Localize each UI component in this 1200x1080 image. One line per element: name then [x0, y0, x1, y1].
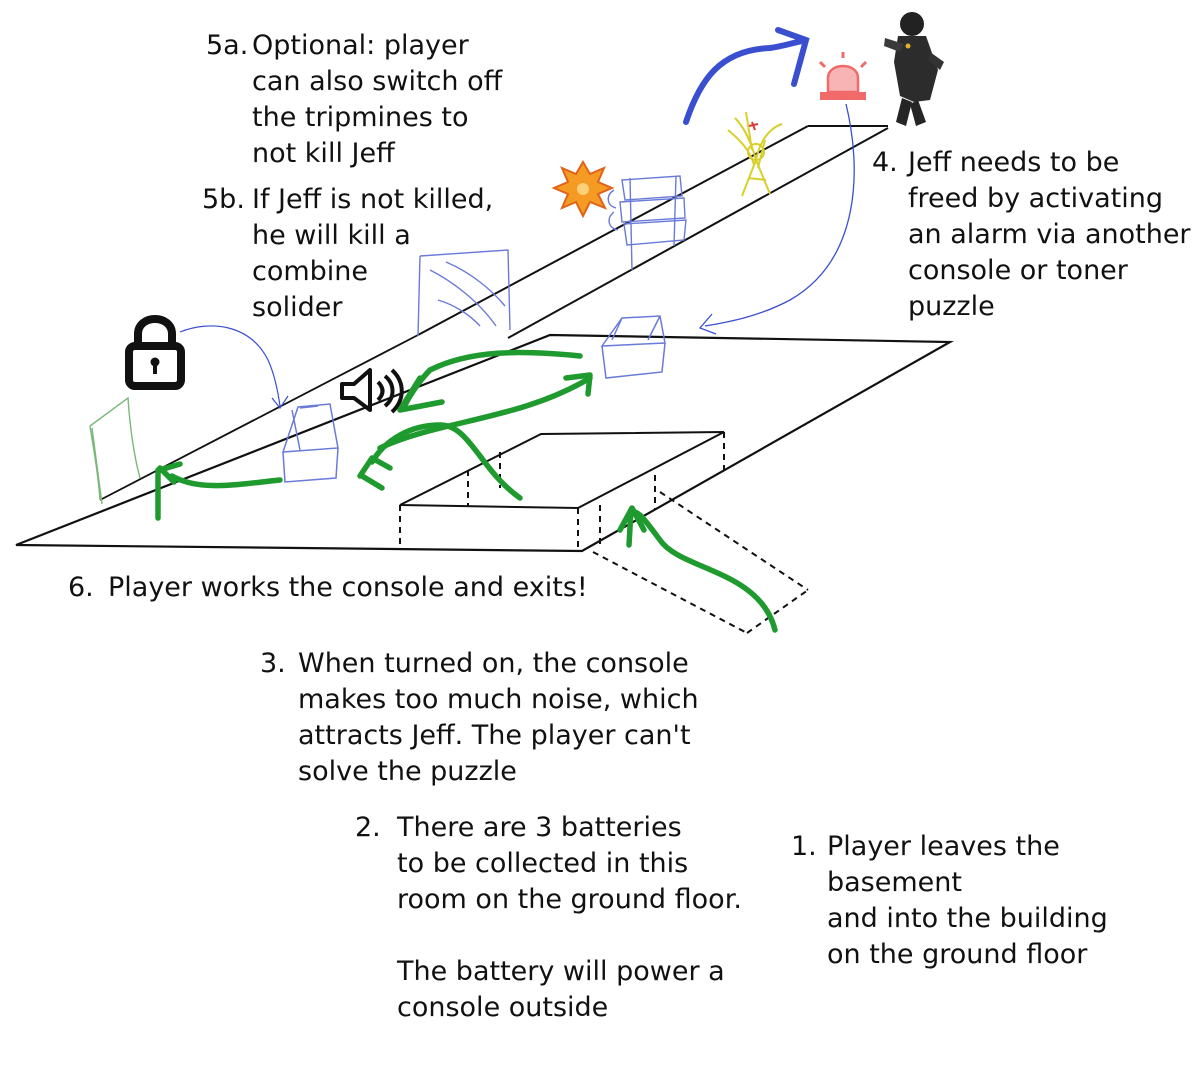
speaker-icon	[340, 368, 404, 414]
green-sketch-plant	[89, 396, 141, 505]
chalk-figure	[727, 111, 783, 197]
note-1-number: 1.	[791, 831, 817, 862]
note-5b-text: If Jeff is not killed, he will kill a co…	[252, 184, 494, 323]
player-path-arrows	[155, 349, 778, 633]
note-6: 6. Player works the console and exits!	[68, 570, 588, 606]
note-6-number: 6.	[68, 572, 94, 603]
console-box-right	[600, 315, 666, 379]
note-3-number: 3.	[260, 648, 286, 679]
alarm-light-icon	[818, 52, 868, 100]
basement-room	[399, 431, 725, 550]
note-2-text: There are 3 batteries to be collected in…	[397, 812, 742, 1023]
note-2: 2. There are 3 batteries to be collected…	[355, 810, 742, 1026]
note-6-text: Player works the console and exits!	[108, 572, 588, 603]
walkway-edge-upper	[417, 125, 809, 336]
basement-stairs	[592, 491, 809, 634]
lock-to-console-arrow	[179, 325, 289, 410]
note-3: 3. When turned on, the console makes too…	[260, 646, 699, 790]
note-2-number: 2.	[355, 812, 381, 843]
note-5a: 5a. Optional: player can also switch off…	[206, 28, 503, 172]
lock-icon	[125, 315, 185, 390]
note-5b-number: 5b.	[202, 184, 245, 215]
note-1: 1. Player leaves the basement and into t…	[791, 829, 1200, 973]
note-4-number: 4.	[872, 147, 898, 178]
note-5a-number: 5a.	[206, 30, 249, 61]
console-box-left	[281, 403, 339, 483]
jeff-path-arrow	[683, 27, 810, 125]
sketched-panel	[417, 249, 511, 337]
note-3-text: When turned on, the console makes too mu…	[298, 648, 699, 787]
alarm-to-console-arrow	[698, 103, 855, 335]
back-wall-line	[99, 334, 419, 501]
note-5b: 5b. If Jeff is not killed, he will kill …	[202, 182, 494, 326]
note-5a-text: Optional: player can also switch off the…	[252, 30, 503, 169]
soldier-figure	[884, 12, 944, 126]
tripmine-stack	[607, 175, 687, 271]
note-4-text: Jeff needs to be freed by activating an …	[908, 147, 1191, 322]
note-4: 4. Jeff needs to be freed by activating …	[872, 145, 1191, 325]
walkway-edge-lower	[507, 127, 889, 339]
note-1-text: Player leaves the basement and into the …	[827, 831, 1108, 970]
